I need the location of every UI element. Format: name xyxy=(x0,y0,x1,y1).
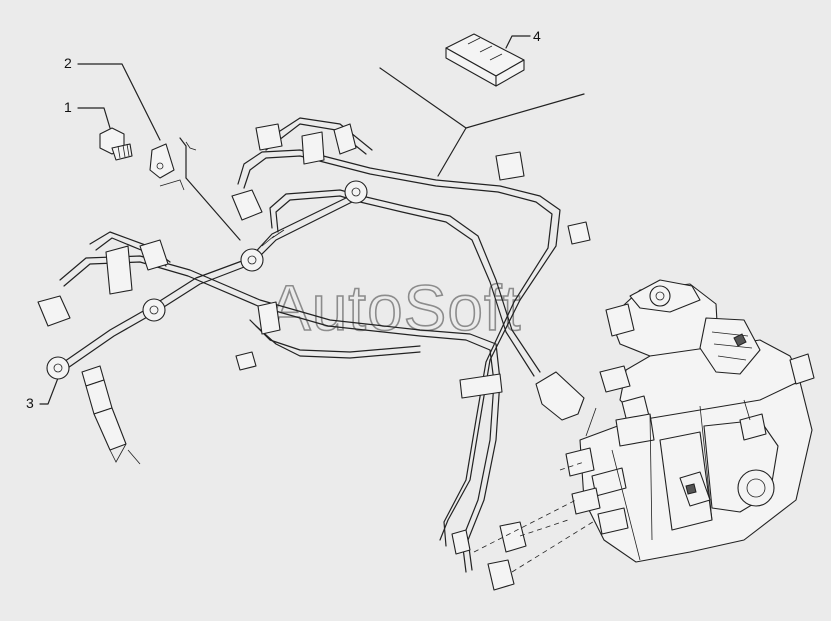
callout-4[interactable]: 4 xyxy=(505,28,541,49)
callout-3-label: 3 xyxy=(26,395,34,411)
part-2-bracket[interactable] xyxy=(149,141,197,191)
callout-4-label: 4 xyxy=(533,28,541,44)
leader-bracket-top xyxy=(179,137,187,179)
callout-3[interactable]: 3 xyxy=(26,377,59,411)
part-4-clip[interactable] xyxy=(379,33,585,177)
leak-off-hose xyxy=(46,180,585,421)
callout-2[interactable]: 2 xyxy=(64,55,161,141)
injection-pump xyxy=(565,279,815,563)
leader-bracket xyxy=(185,177,241,241)
callout-1[interactable]: 1 xyxy=(64,99,111,129)
pipe-end-nuts xyxy=(37,123,527,591)
part-3-injector[interactable] xyxy=(81,365,141,465)
injection-pipes xyxy=(59,117,561,573)
pipe-clamps xyxy=(105,131,591,399)
watermark-text: AutoSoft xyxy=(268,272,522,344)
callout-2-label: 2 xyxy=(64,55,72,71)
part-1-bolt[interactable] xyxy=(99,127,133,161)
assembly-guides xyxy=(473,461,597,573)
callout-1-label: 1 xyxy=(64,99,72,115)
